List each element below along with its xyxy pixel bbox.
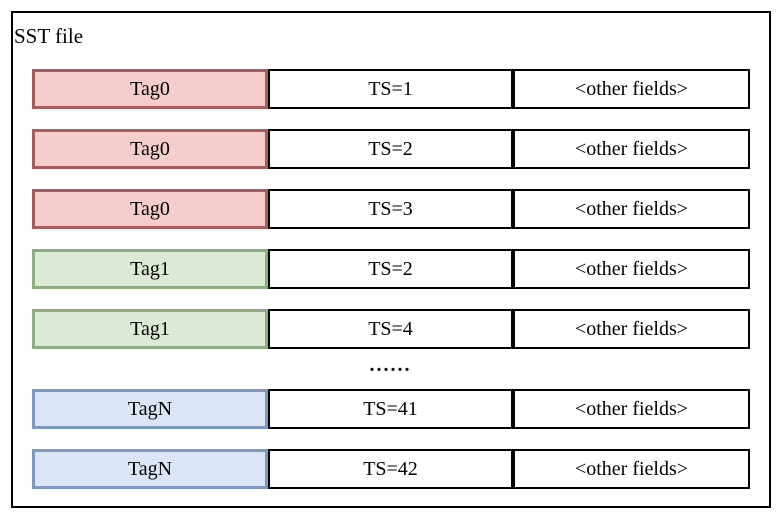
tag-cell: TagN bbox=[32, 449, 268, 489]
tag-cell: Tag0 bbox=[32, 69, 268, 109]
other-fields-cell: <other fields> bbox=[513, 309, 750, 349]
ellipsis-row: ...... bbox=[32, 349, 750, 389]
other-fields-cell: <other fields> bbox=[513, 69, 750, 109]
record-row-6: TagN TS=41 <other fields> bbox=[32, 389, 750, 429]
record-row-2: Tag0 TS=2 <other fields> bbox=[32, 129, 750, 169]
timestamp-cell: TS=2 bbox=[268, 129, 513, 169]
record-row-7: TagN TS=42 <other fields> bbox=[32, 449, 750, 489]
record-row-5: Tag1 TS=4 <other fields> bbox=[32, 309, 750, 349]
timestamp-cell: TS=3 bbox=[268, 189, 513, 229]
other-fields-cell: <other fields> bbox=[513, 389, 750, 429]
record-rows: Tag0 TS=1 <other fields> Tag0 TS=2 <othe… bbox=[32, 69, 750, 489]
tag-cell: Tag1 bbox=[32, 249, 268, 289]
tag-cell: Tag0 bbox=[32, 129, 268, 169]
other-fields-cell: <other fields> bbox=[513, 449, 750, 489]
record-row-4: Tag1 TS=2 <other fields> bbox=[32, 249, 750, 289]
record-row-3: Tag0 TS=3 <other fields> bbox=[32, 189, 750, 229]
timestamp-cell: TS=4 bbox=[268, 309, 513, 349]
other-fields-cell: <other fields> bbox=[513, 249, 750, 289]
other-fields-cell: <other fields> bbox=[513, 189, 750, 229]
record-row-1: Tag0 TS=1 <other fields> bbox=[32, 69, 750, 109]
other-fields-cell: <other fields> bbox=[513, 129, 750, 169]
sst-file-title: SST file bbox=[14, 24, 84, 48]
tag-cell: TagN bbox=[32, 389, 268, 429]
timestamp-cell: TS=42 bbox=[268, 449, 513, 489]
tag-cell: Tag1 bbox=[32, 309, 268, 349]
ellipsis-text: ...... bbox=[369, 353, 412, 376]
tag-cell: Tag0 bbox=[32, 189, 268, 229]
timestamp-cell: TS=41 bbox=[268, 389, 513, 429]
timestamp-cell: TS=1 bbox=[268, 69, 513, 109]
timestamp-cell: TS=2 bbox=[268, 249, 513, 289]
sst-file-container: SST file Tag0 TS=1 <other fields> Tag0 T… bbox=[11, 11, 771, 508]
